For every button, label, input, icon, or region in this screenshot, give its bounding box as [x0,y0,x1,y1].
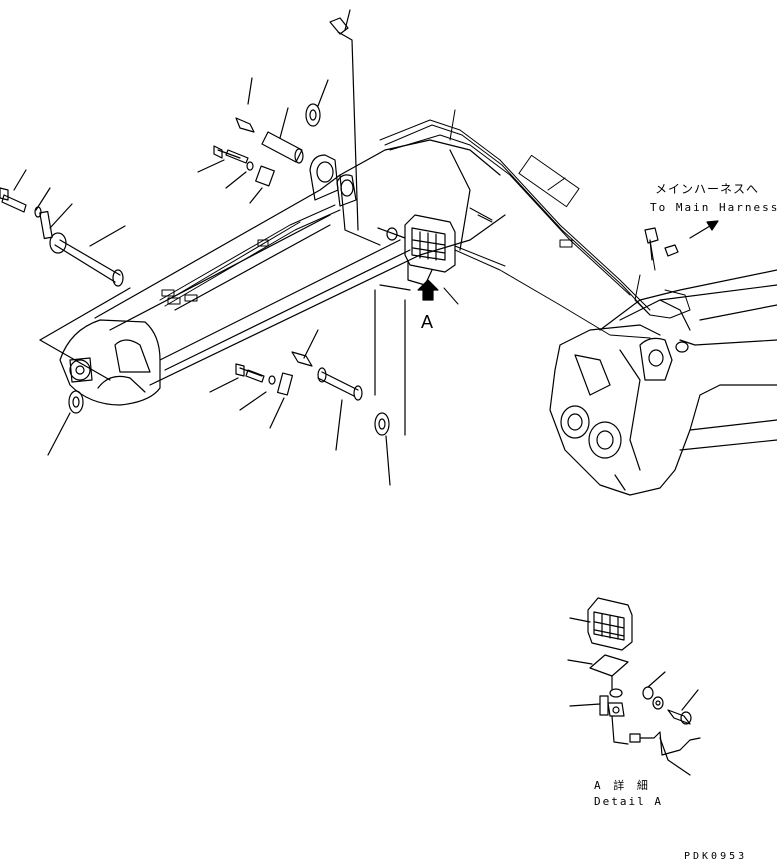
view-arrow-a [417,279,439,301]
leader-lines [443,109,566,305]
main-harness-label-jp: メインハーネスへ [655,182,760,196]
detail-a-label-en: Detail A [594,795,663,808]
detail-a-label-jp: A 詳 細 [594,779,651,792]
revolving-frame [549,269,777,496]
main-harness-arrow [689,220,719,239]
tip-pin-parts [0,169,131,456]
foot-pin-parts [197,9,359,231]
lamp-wiring [454,239,691,339]
harness-bolt [644,227,679,261]
lower-pin-parts [209,227,406,486]
drawing-code: PDK0953 [684,851,748,862]
boom-clevis [309,154,357,207]
hydraulic-pipes [159,119,651,316]
work-lamp [379,214,456,291]
detail-a-view [567,597,701,776]
view-a-marker: A [421,312,434,332]
boom-body [59,139,506,406]
main-harness-label-en: To Main Harness [650,201,777,214]
